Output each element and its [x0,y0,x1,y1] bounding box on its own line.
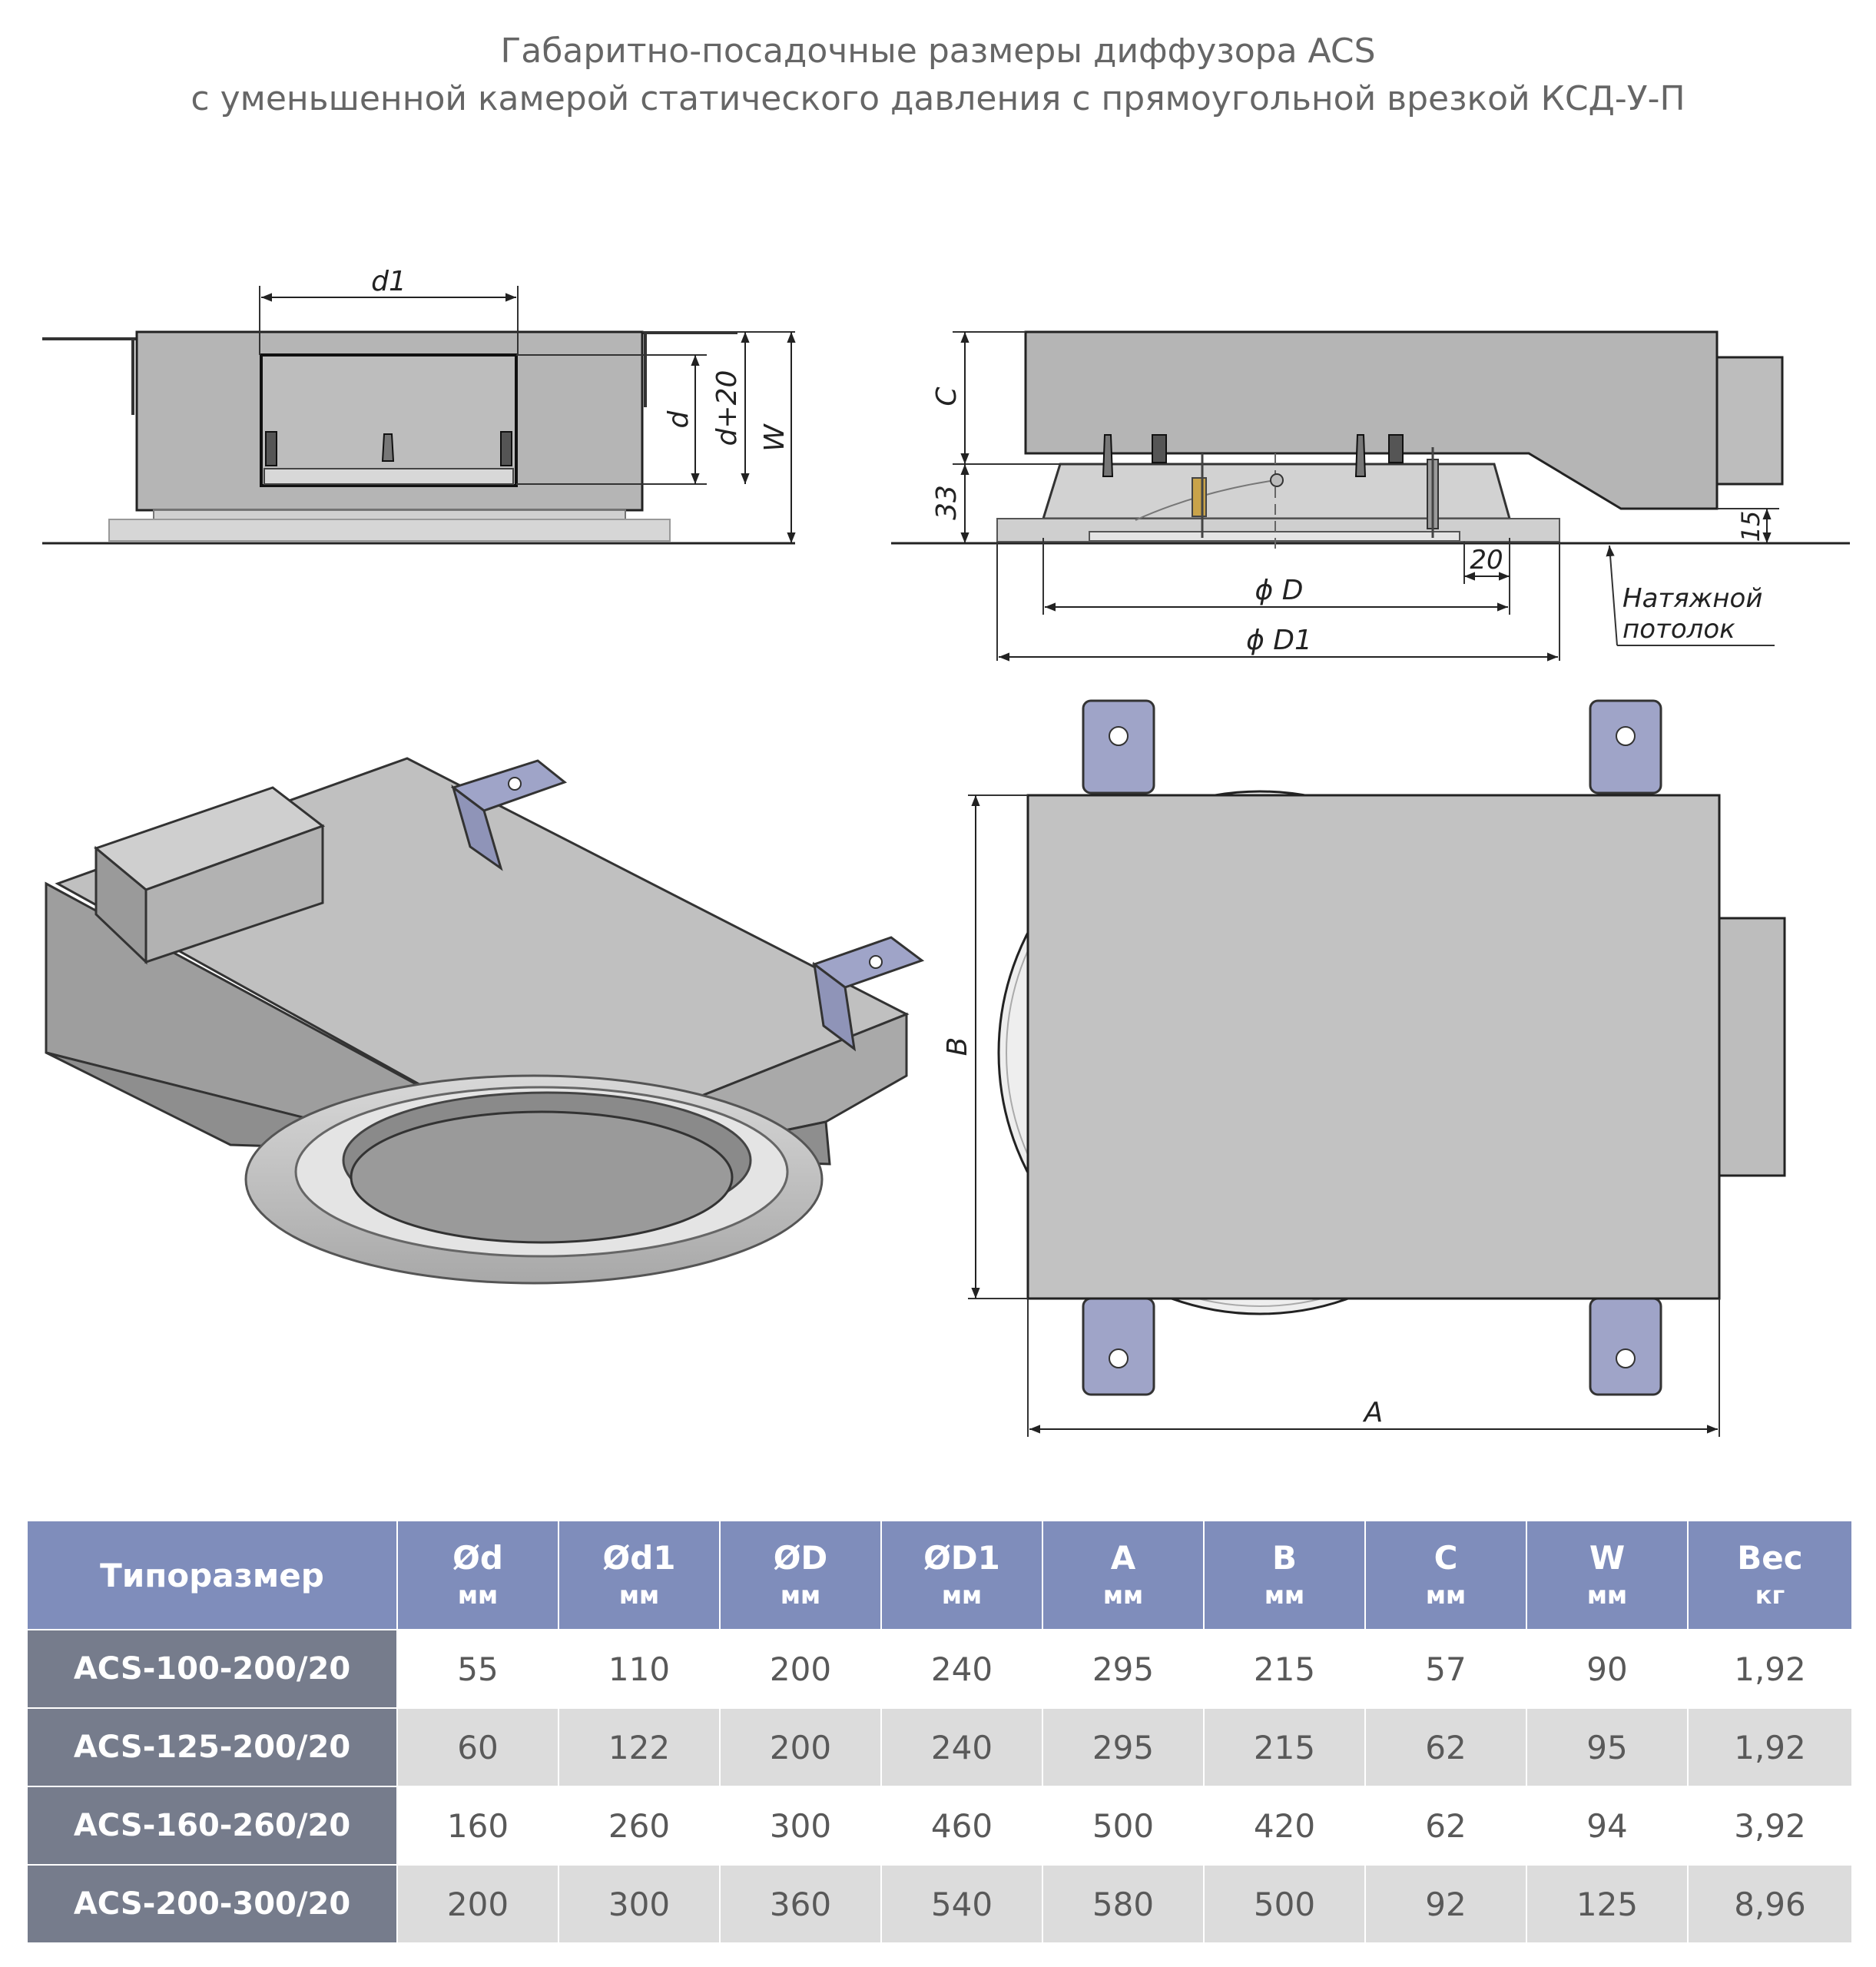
cell-value: 160 [396,1786,559,1866]
fastener-right [500,431,512,466]
cell-value: 92 [1364,1864,1527,1944]
cell-value: 110 [558,1629,721,1709]
cell-value: 300 [719,1786,882,1866]
fastener-left [265,431,277,466]
cell-value: 200 [719,1629,882,1709]
side-body [1024,330,1719,510]
technical-drawing: d1 d d+20 W C [42,266,1850,1437]
dim-d20-label: d+20 [711,370,743,446]
page-title: Габаритно-посадочные размеры диффузора A… [0,28,1876,123]
header-model: Типоразмер [26,1520,398,1630]
table-row: ACS-125-200/20 60 122 200 240 295 215 62… [26,1707,1853,1787]
title-line-2: с уменьшенной камерой статического давле… [191,79,1685,118]
table-row: ACS-160-260/20 160 260 300 460 500 420 6… [26,1786,1853,1866]
cell-value: 3,92 [1687,1786,1853,1866]
cell-value: 500 [1042,1786,1205,1866]
top-view-spigot [1718,917,1786,1177]
dim-phid1-label: ϕ D1 [1246,625,1312,656]
cell-model: ACS-100-200/20 [26,1629,398,1709]
cell-value: 62 [1364,1786,1527,1866]
dim-33-label: 33 [931,485,963,520]
side-view: C 33 15 20 ϕ D ϕ D1 Натяжной потолок [891,330,1850,662]
spigot-bottom-plate [264,468,514,485]
cell-value: 240 [880,1629,1043,1709]
cell-value: 8,96 [1687,1864,1853,1944]
cell-value: 60 [396,1707,559,1787]
screw-center [381,433,395,462]
iso-spigot-front [144,824,324,964]
iso-bracket-1 [450,759,568,871]
cell-value: 300 [558,1864,721,1944]
cell-value: 90 [1526,1629,1689,1709]
bracket-bottom-right [1589,1297,1662,1396]
cell-value: 420 [1203,1786,1366,1866]
cell-value: 295 [1042,1707,1205,1787]
iso-disc [350,1110,734,1244]
cell-value: 1,92 [1687,1707,1853,1787]
top-view: B A [942,699,1786,1437]
cell-value: 215 [1203,1629,1366,1709]
dim-w-label: W [759,423,791,452]
cell-value: 55 [396,1629,559,1709]
cell-value: 200 [719,1707,882,1787]
cell-value: 57 [1364,1629,1527,1709]
cell-model: ACS-200-300/20 [26,1864,398,1944]
dim-b-label: B [942,1037,973,1056]
spigot-opening [260,353,518,487]
cell-value: 125 [1526,1864,1689,1944]
face-ring [108,519,671,542]
ceiling-label-line-1: Натяжной [1622,583,1762,614]
bracket-bottom-left [1082,1297,1155,1396]
isometric-view [45,757,925,1285]
dim-phid-label: ϕ D [1255,575,1304,606]
cell-value: 460 [880,1786,1043,1866]
cell-value: 122 [558,1707,721,1787]
cell-value: 240 [880,1707,1043,1787]
iso-bracket-2 [811,936,925,1052]
cell-value: 260 [558,1786,721,1866]
cell-value: 95 [1526,1707,1689,1787]
top-view-body [1026,794,1721,1300]
dim-a-label: A [1363,1397,1384,1428]
dim-15-label: 15 [1736,511,1765,542]
cell-value: 1,92 [1687,1629,1853,1709]
collar [153,509,626,520]
bracket-top-left [1082,699,1155,794]
dim-c-label: C [931,386,963,406]
cell-value: 200 [396,1864,559,1944]
dim-20-label: 20 [1470,545,1503,576]
cell-model: ACS-160-260/20 [26,1786,398,1866]
table-row: ACS-100-200/20 55 110 200 240 295 215 57… [26,1629,1853,1709]
bracket-top-right [1589,699,1662,794]
side-spigot [1715,356,1784,486]
cell-value: 500 [1203,1864,1366,1944]
cell-value: 540 [880,1864,1043,1944]
table-row: ACS-200-300/20 200 300 360 540 580 500 9… [26,1864,1853,1944]
cell-value: 62 [1364,1707,1527,1787]
cell-value: 94 [1526,1786,1689,1866]
title-line-1: Габаритно-посадочные размеры диффузора A… [500,32,1376,71]
side-cone [1041,463,1511,520]
ceiling-label-line-2: потолок [1622,614,1735,645]
dim-d1-label: d1 [371,266,406,297]
front-view: d1 d d+20 W [42,266,796,545]
cell-value: 580 [1042,1864,1205,1944]
cell-value: 295 [1042,1629,1205,1709]
cell-value: 360 [719,1864,882,1944]
cell-model: ACS-125-200/20 [26,1707,398,1787]
dim-d-label: d [663,410,694,428]
cell-value: 215 [1203,1707,1366,1787]
